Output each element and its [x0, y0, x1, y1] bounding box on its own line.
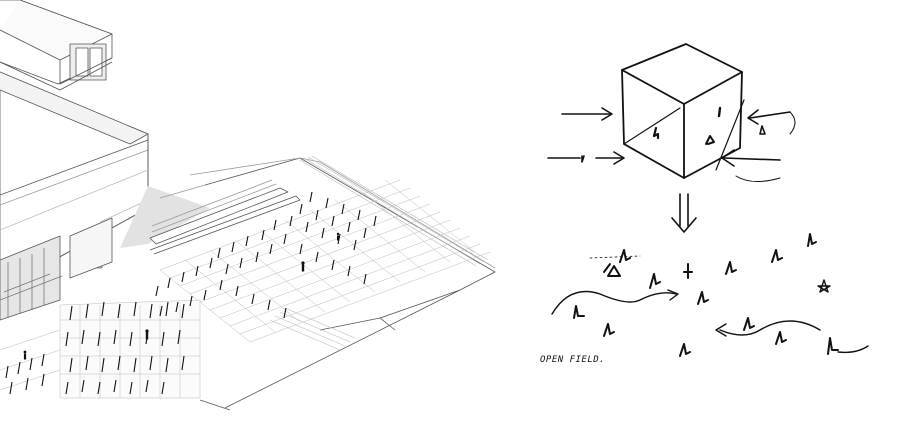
flow-arrows	[547, 107, 796, 182]
concept-sketch: OPEN FIELD.	[540, 43, 869, 365]
ramp	[149, 179, 301, 255]
motion-curves	[551, 289, 869, 354]
people-figures	[23, 232, 340, 360]
main-volume	[0, 71, 149, 321]
dotted-leader	[589, 255, 641, 259]
building-shadow	[120, 186, 210, 248]
cube-sketch	[621, 43, 766, 179]
scattered-figures	[573, 233, 839, 357]
down-arrow	[671, 193, 697, 233]
field-poles	[5, 191, 377, 395]
axonometric-drawing	[0, 0, 496, 411]
sketch-caption: OPEN FIELD.	[540, 355, 605, 365]
upper-volume	[0, 0, 113, 91]
field-grid	[0, 179, 491, 399]
ground-plane	[159, 155, 496, 411]
